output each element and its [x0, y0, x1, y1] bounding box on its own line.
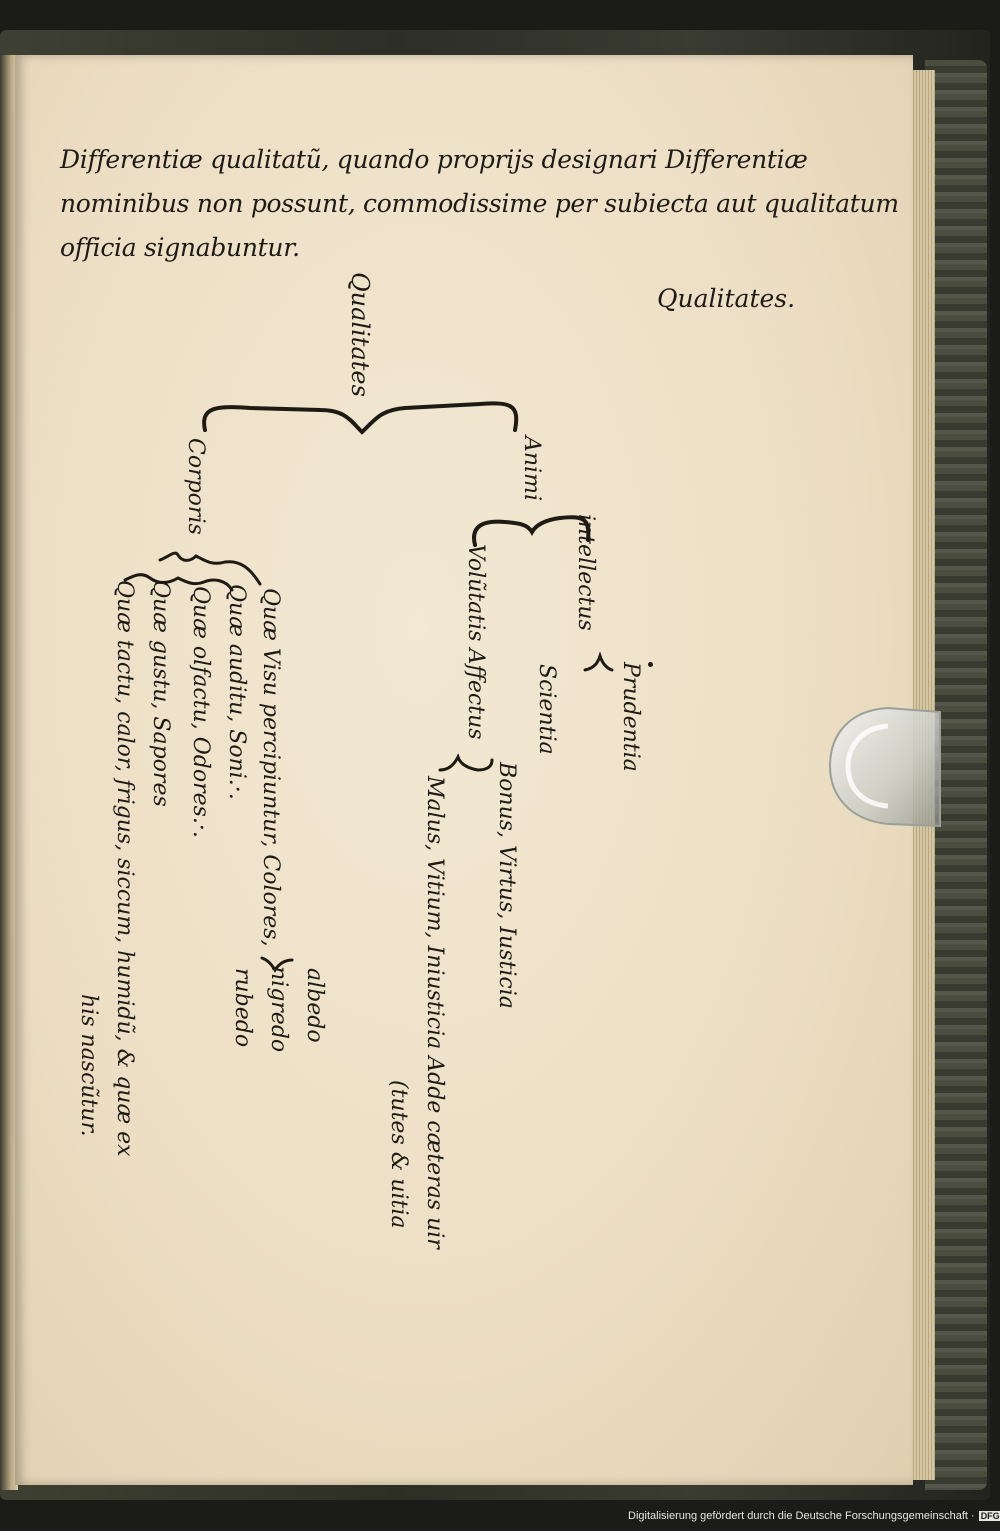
book-page	[15, 55, 913, 1485]
tree-leaf-prudentia: Prudentia	[618, 662, 643, 772]
colores-brace	[260, 956, 294, 973]
tree-leaf-tactu: Quæ tactu, calor, frigus, siccum, humidũ…	[112, 580, 137, 1157]
main-brace	[202, 401, 519, 435]
tree-root-qualitates: Qualitates	[346, 272, 374, 397]
tree-node-voluntatis: Volũtatis Affectus	[463, 544, 488, 740]
tree-node-intellectus: intellectus	[573, 514, 598, 631]
tree-leaf-olfactu: Quæ olfactu, Odores.·.	[188, 586, 213, 838]
tree-node-animi: Animi	[519, 436, 544, 501]
tree-leaf-scientia: Scientia	[534, 664, 559, 755]
tree-leaf-albedo: albedo	[302, 968, 327, 1043]
dfg-logo: DFG	[978, 1511, 1000, 1521]
ink-dot	[648, 662, 653, 667]
tree-leaf-malus: Malus, Vitium, Iniusticia Adde cæteras u…	[422, 776, 447, 1249]
header-line-1: Differentiæ qualitatũ, quando proprijs d…	[60, 145, 808, 174]
tree-leaf-rubedo: rubedo	[230, 968, 255, 1048]
tree-leaf-auditu: Quæ auditu, Soni.·.	[224, 584, 249, 800]
tree-node-corporis: Corporis	[183, 438, 208, 535]
tree-leaf-visu: Quæ Visu percipiuntur, Colores,	[258, 588, 283, 947]
header-line-2: nominibus non possunt, commodissime per …	[60, 189, 899, 218]
page-clip	[828, 706, 941, 828]
left-gutter	[0, 55, 18, 1490]
tree-leaf-nigredo: nigredo	[266, 966, 291, 1053]
footer-text: Digitalisierung gefördert durch die Deut…	[628, 1510, 975, 1522]
corporis-brace	[158, 551, 262, 586]
voluntatis-brace	[438, 753, 494, 772]
tree-leaf-bonus: Bonus, Virtus, Iusticia	[494, 762, 519, 1009]
tree-leaf-tactu-cont: his nascũtur.	[76, 994, 101, 1137]
animi-brace	[472, 515, 591, 547]
corporis-brace-2	[123, 573, 234, 592]
footer-credit: Digitalisierung gefördert durch die Deut…	[628, 1510, 1000, 1522]
page-header-text: Differentiæ qualitatũ, quando proprijs d…	[60, 138, 899, 270]
tree-leaf-gustu: Quæ gustu, Sapores	[148, 580, 173, 807]
intellectus-brace	[583, 651, 614, 672]
tree-leaf-malus-cont: (tutes & uitia	[386, 1080, 411, 1229]
header-line-3: officia signabuntur.	[60, 233, 300, 262]
side-label: Qualitates.	[657, 284, 796, 313]
